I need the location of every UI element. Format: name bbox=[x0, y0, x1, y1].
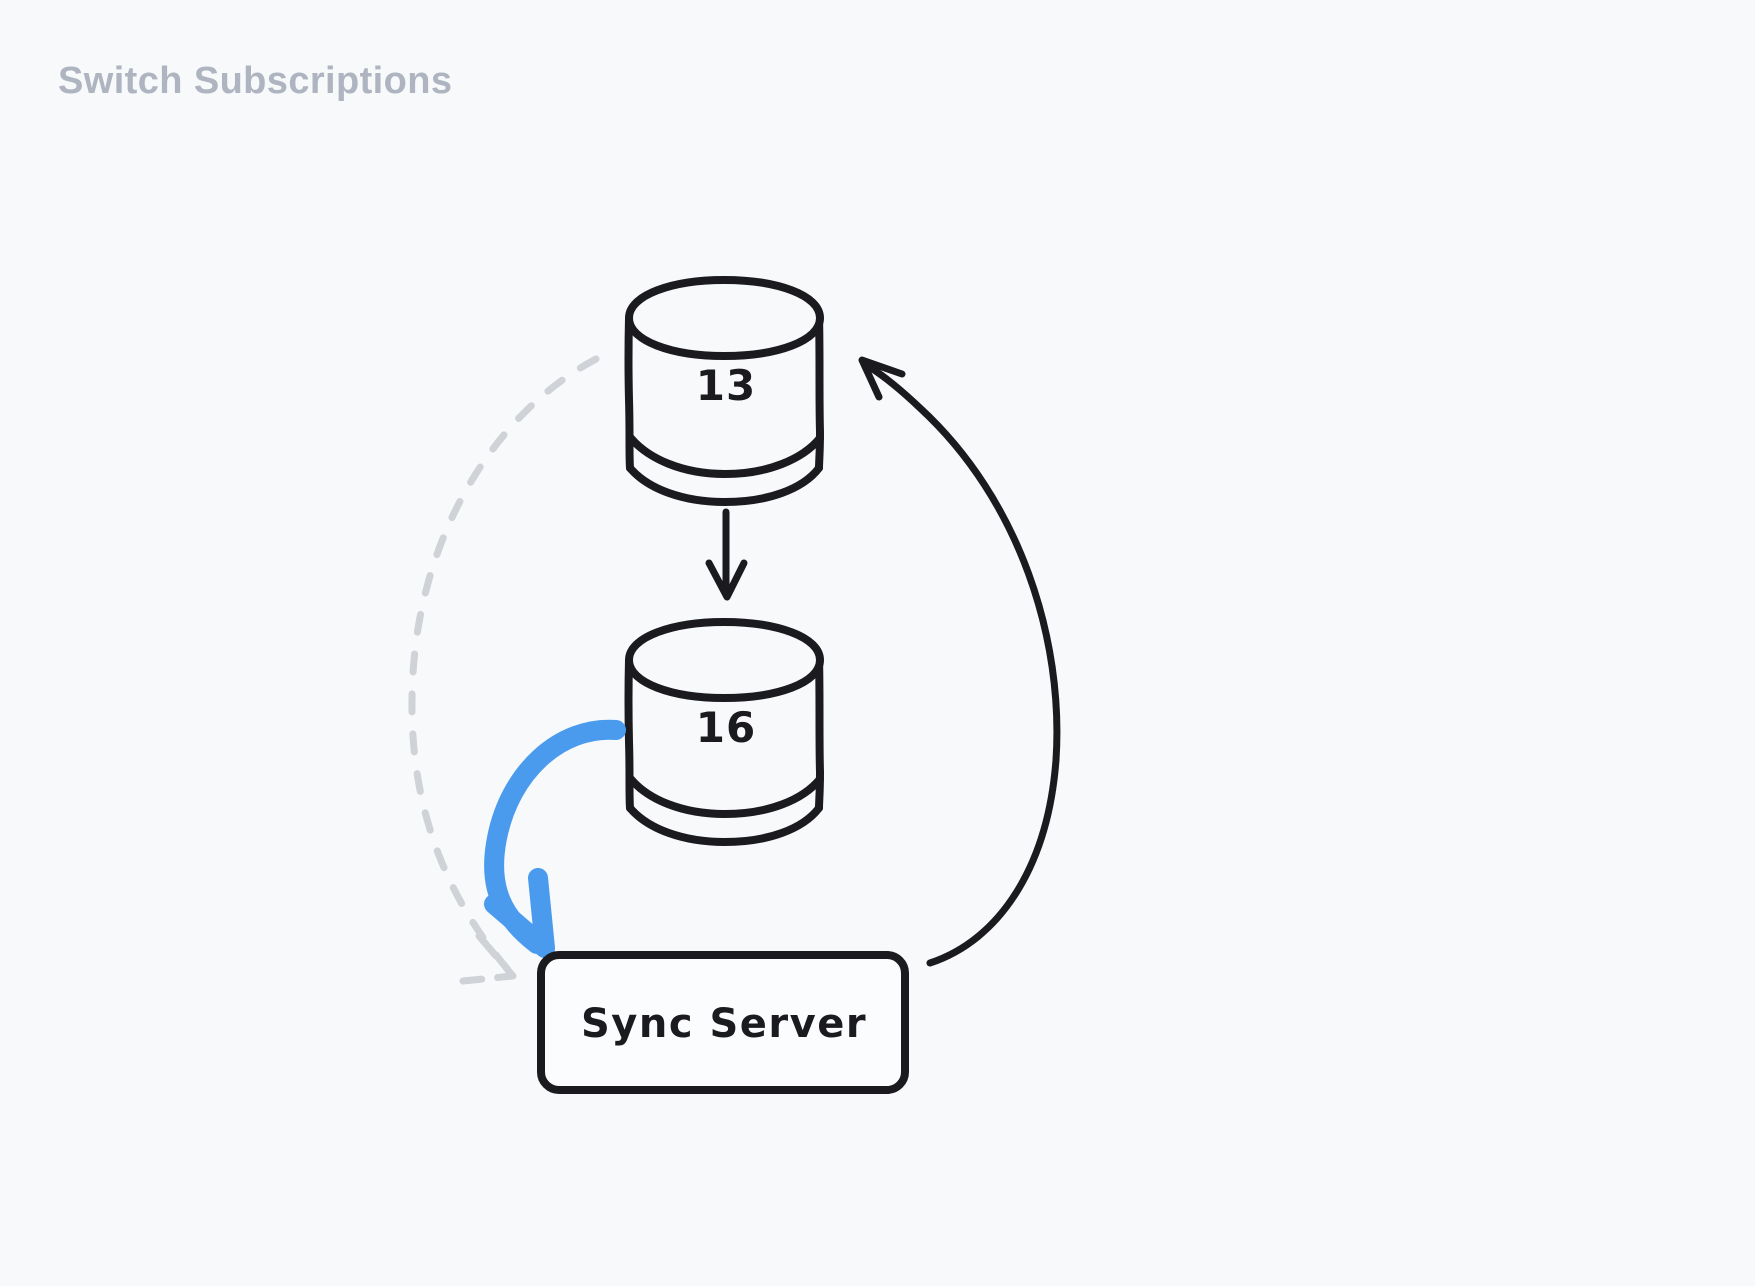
database-cylinder-13-label: 13 bbox=[696, 361, 756, 410]
database-cylinder-16[interactable]: 16 bbox=[624, 618, 825, 847]
edge-16-to-sync bbox=[484, 719, 626, 958]
sync-server-box-label: Sync Server bbox=[581, 1001, 867, 1047]
edge-sync-to-13 bbox=[858, 356, 1061, 967]
database-cylinder-13[interactable]: 13 bbox=[624, 276, 825, 507]
sync-server-box-shape[interactable] bbox=[537, 951, 909, 1094]
page-title: Switch Subscriptions bbox=[58, 60, 453, 102]
edge-13-to-16 bbox=[705, 508, 748, 601]
sync-server-box[interactable]: Sync Server bbox=[537, 951, 909, 1094]
database-cylinder-16-label: 16 bbox=[696, 703, 756, 752]
edge-old-subscription bbox=[408, 355, 600, 985]
